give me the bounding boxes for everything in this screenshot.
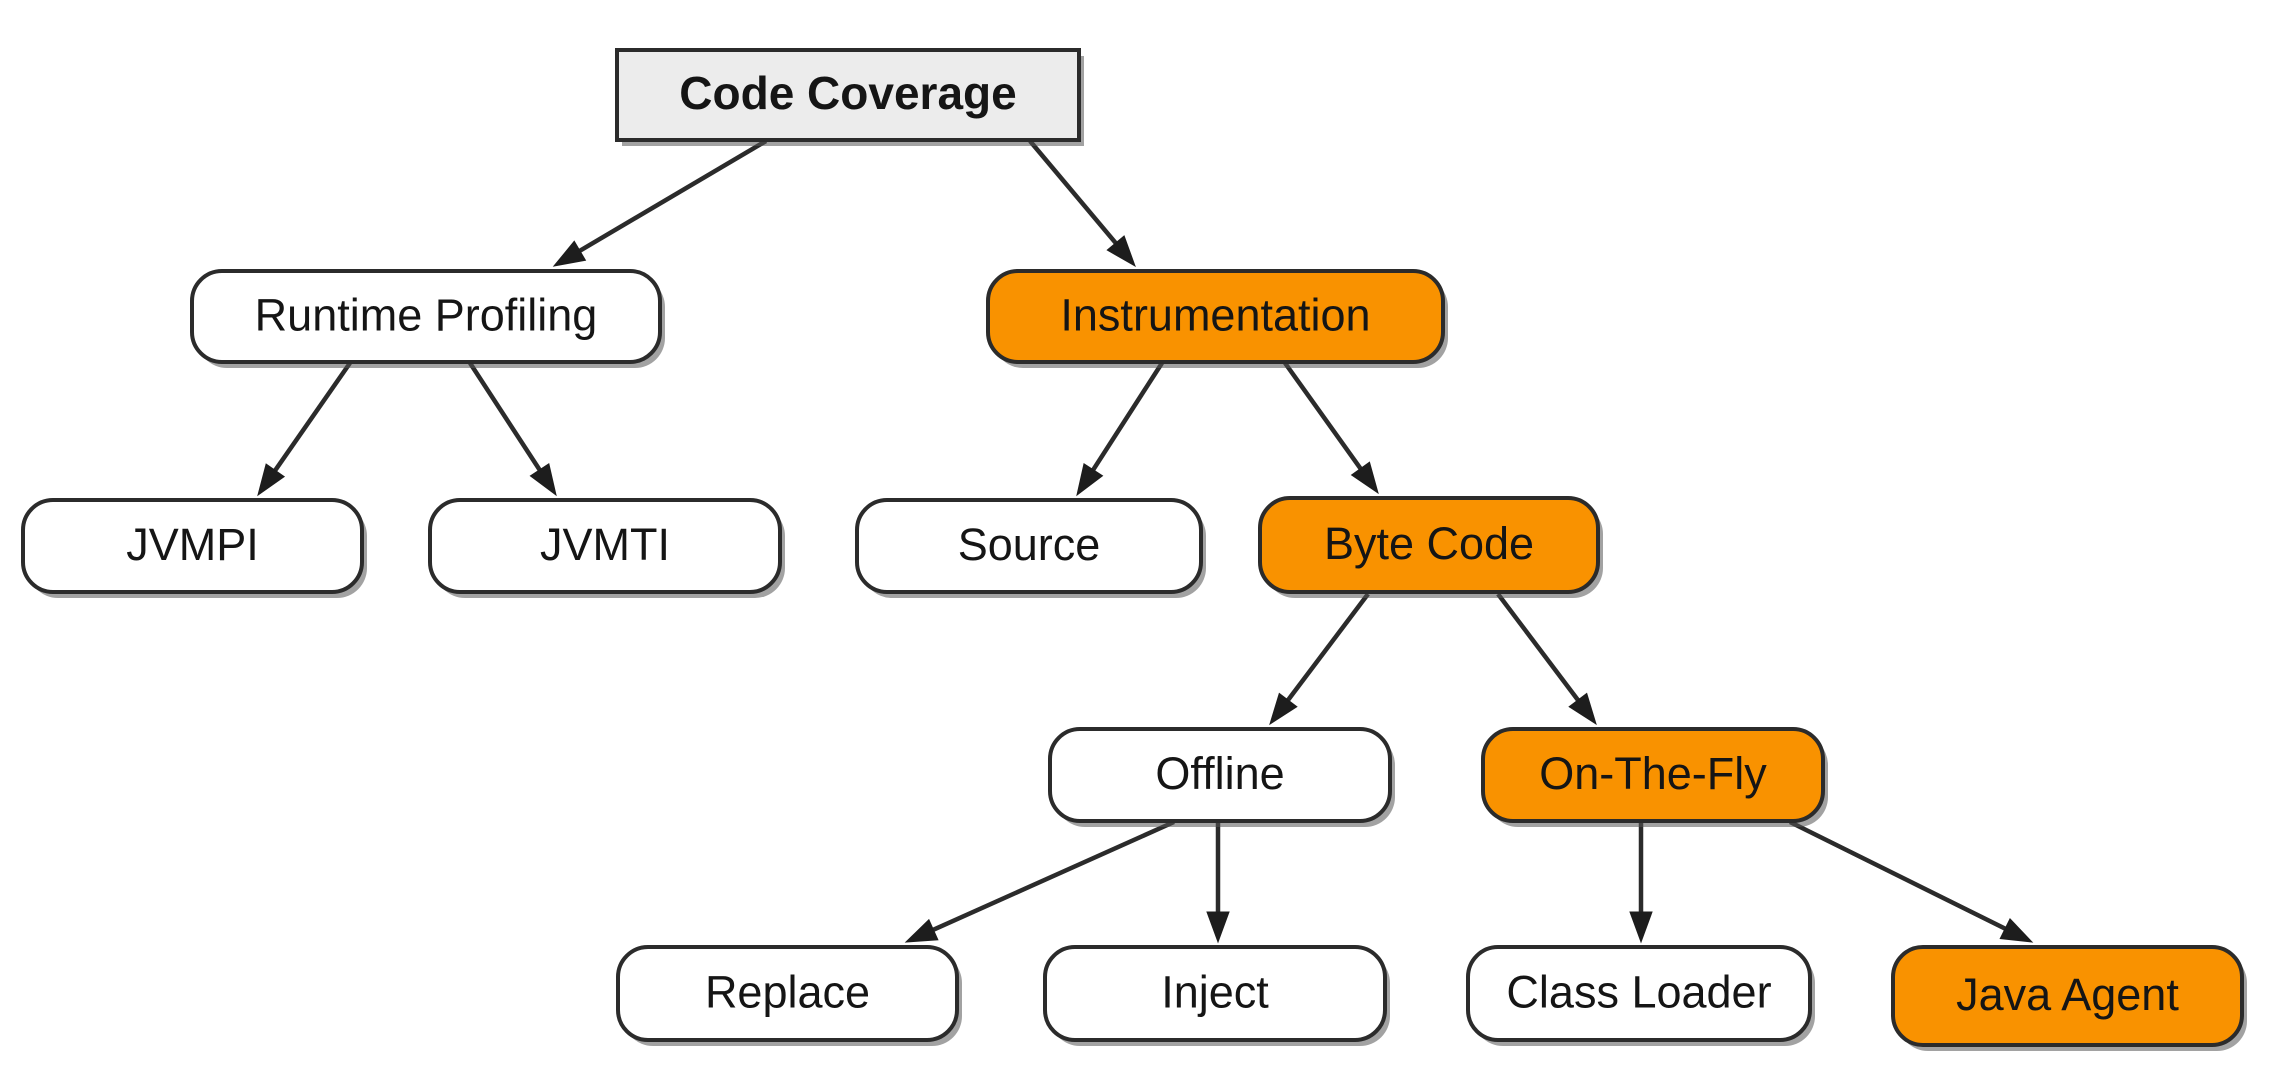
node-jvmti[interactable]: JVMTI bbox=[428, 498, 785, 598]
edge-line bbox=[924, 819, 1175, 936]
node-label: Replace bbox=[705, 966, 870, 1017]
edge-line bbox=[1496, 592, 1585, 709]
node-label: Class Loader bbox=[1506, 966, 1771, 1017]
node-inject[interactable]: Inject bbox=[1043, 945, 1390, 1046]
node-label: Byte Code bbox=[1324, 518, 1534, 569]
node-byte-code[interactable]: Byte Code bbox=[1258, 496, 1603, 598]
node-box[interactable] bbox=[986, 269, 1445, 364]
node-replace[interactable]: Replace bbox=[616, 945, 962, 1046]
node-instrumentation[interactable]: Instrumentation bbox=[986, 269, 1448, 368]
arrowhead-icon bbox=[904, 918, 939, 943]
edge-code-coverage-to-instrumentation bbox=[1028, 139, 1136, 268]
edge-line bbox=[468, 361, 547, 479]
node-box[interactable] bbox=[1466, 945, 1812, 1042]
edge-runtime-profiling-to-jvmti bbox=[468, 361, 557, 497]
edge-line bbox=[1789, 819, 2014, 935]
edge-line bbox=[1086, 361, 1164, 479]
edge-offline-to-replace bbox=[904, 819, 1175, 943]
arrowhead-icon bbox=[1269, 692, 1298, 726]
edge-line bbox=[571, 139, 768, 257]
edge-offline-to-inject bbox=[1206, 822, 1230, 944]
edge-code-coverage-to-runtime-profiling bbox=[552, 139, 768, 267]
edge-byte-code-to-on-the-fly bbox=[1496, 592, 1597, 726]
arrowhead-icon bbox=[552, 240, 587, 267]
node-box[interactable] bbox=[616, 945, 959, 1042]
node-source[interactable]: Source bbox=[855, 498, 1206, 598]
node-label: Offline bbox=[1155, 748, 1284, 799]
edge-on-the-fly-to-class-loader bbox=[1629, 822, 1653, 944]
edge-line bbox=[1283, 361, 1368, 477]
node-label: On-The-Fly bbox=[1539, 748, 1767, 799]
node-offline[interactable]: Offline bbox=[1048, 727, 1395, 827]
arrowhead-icon bbox=[257, 463, 286, 497]
edges-layer bbox=[257, 139, 2034, 944]
node-jvmpi[interactable]: JVMPI bbox=[21, 498, 367, 598]
edge-byte-code-to-offline bbox=[1269, 592, 1370, 726]
node-label: JVMPI bbox=[126, 519, 259, 570]
node-label: Code Coverage bbox=[679, 67, 1016, 119]
node-box[interactable] bbox=[428, 498, 782, 594]
node-on-the-fly[interactable]: On-The-Fly bbox=[1481, 727, 1828, 827]
edge-line bbox=[268, 361, 352, 479]
node-box[interactable] bbox=[1481, 727, 1825, 823]
edge-on-the-fly-to-java-agent bbox=[1789, 819, 2034, 943]
node-class-loader[interactable]: Class Loader bbox=[1466, 945, 1815, 1046]
node-code-coverage[interactable]: Code Coverage bbox=[615, 48, 1084, 146]
node-label: Runtime Profiling bbox=[255, 289, 598, 340]
node-box[interactable] bbox=[1891, 945, 2244, 1047]
edge-line bbox=[1028, 139, 1123, 251]
arrowhead-icon bbox=[1106, 235, 1136, 268]
edge-instrumentation-to-source bbox=[1076, 361, 1164, 497]
arrowhead-icon bbox=[1350, 461, 1379, 495]
node-label: Source bbox=[958, 519, 1101, 570]
arrowhead-icon bbox=[1629, 911, 1653, 944]
node-box[interactable] bbox=[615, 48, 1081, 142]
arrowhead-icon bbox=[1076, 463, 1104, 497]
arrowhead-icon bbox=[1568, 692, 1597, 726]
node-label: Java Agent bbox=[1956, 969, 2179, 1020]
edge-line bbox=[1281, 592, 1370, 709]
node-box[interactable] bbox=[1048, 727, 1392, 823]
node-box[interactable] bbox=[855, 498, 1203, 594]
node-java-agent[interactable]: Java Agent bbox=[1891, 945, 2247, 1051]
node-label: Inject bbox=[1161, 966, 1269, 1017]
node-box[interactable] bbox=[190, 269, 662, 364]
arrowhead-icon bbox=[529, 463, 557, 497]
node-box[interactable] bbox=[21, 498, 364, 594]
node-runtime-profiling[interactable]: Runtime Profiling bbox=[190, 269, 665, 368]
node-label: JVMTI bbox=[540, 519, 670, 570]
node-box[interactable] bbox=[1043, 945, 1387, 1042]
edge-runtime-profiling-to-jvmpi bbox=[257, 361, 352, 497]
edge-instrumentation-to-byte-code bbox=[1283, 361, 1379, 495]
arrowhead-icon bbox=[1206, 911, 1230, 944]
arrowhead-icon bbox=[1999, 917, 2034, 943]
node-box[interactable] bbox=[1258, 496, 1600, 594]
node-label: Instrumentation bbox=[1060, 289, 1370, 340]
